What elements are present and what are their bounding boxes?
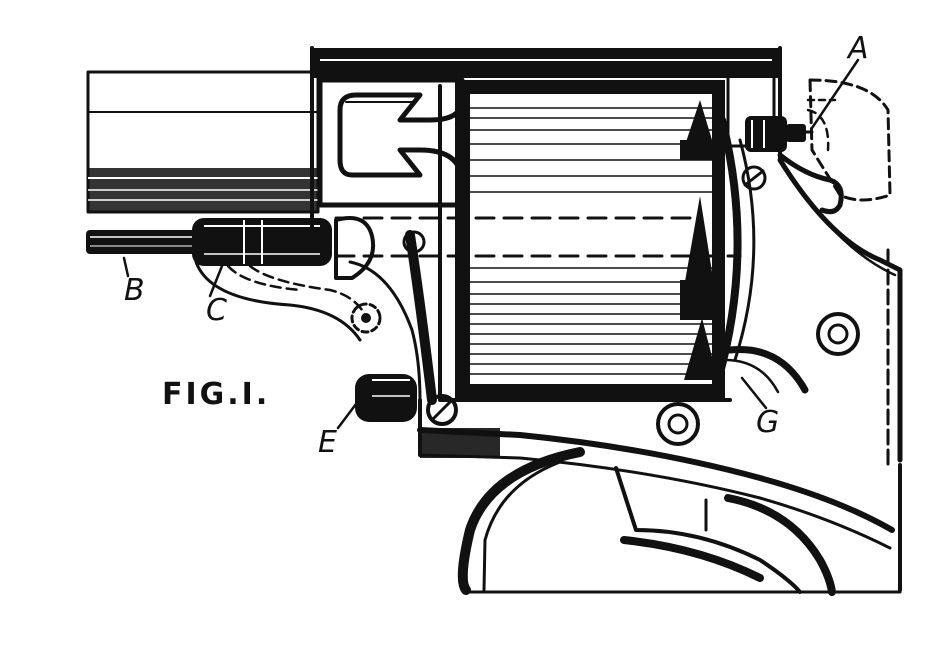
latch-lever	[334, 216, 458, 426]
label-e: E	[318, 425, 337, 460]
label-b: B	[124, 273, 145, 308]
barrel	[86, 70, 320, 214]
cartridges	[680, 100, 718, 380]
frame-screws	[656, 402, 700, 446]
label-a: A	[848, 31, 869, 66]
hinge-loop	[317, 77, 465, 208]
trigger-guard	[417, 427, 902, 596]
leader-lines	[122, 58, 860, 430]
latch-button	[355, 374, 417, 422]
ejector-rod	[86, 230, 198, 254]
label-g: G	[756, 405, 780, 440]
label-c: C	[206, 293, 227, 328]
pawl-spring	[718, 346, 809, 394]
frame-top	[312, 48, 780, 78]
hammer-spur	[806, 78, 892, 202]
cylinder	[334, 80, 742, 398]
hammer-nose	[745, 116, 814, 152]
figure-caption: FIG.I.	[162, 377, 271, 412]
ejector-head	[192, 218, 332, 266]
grip	[777, 157, 903, 592]
lever-arm	[194, 260, 382, 342]
hammer	[741, 152, 844, 215]
